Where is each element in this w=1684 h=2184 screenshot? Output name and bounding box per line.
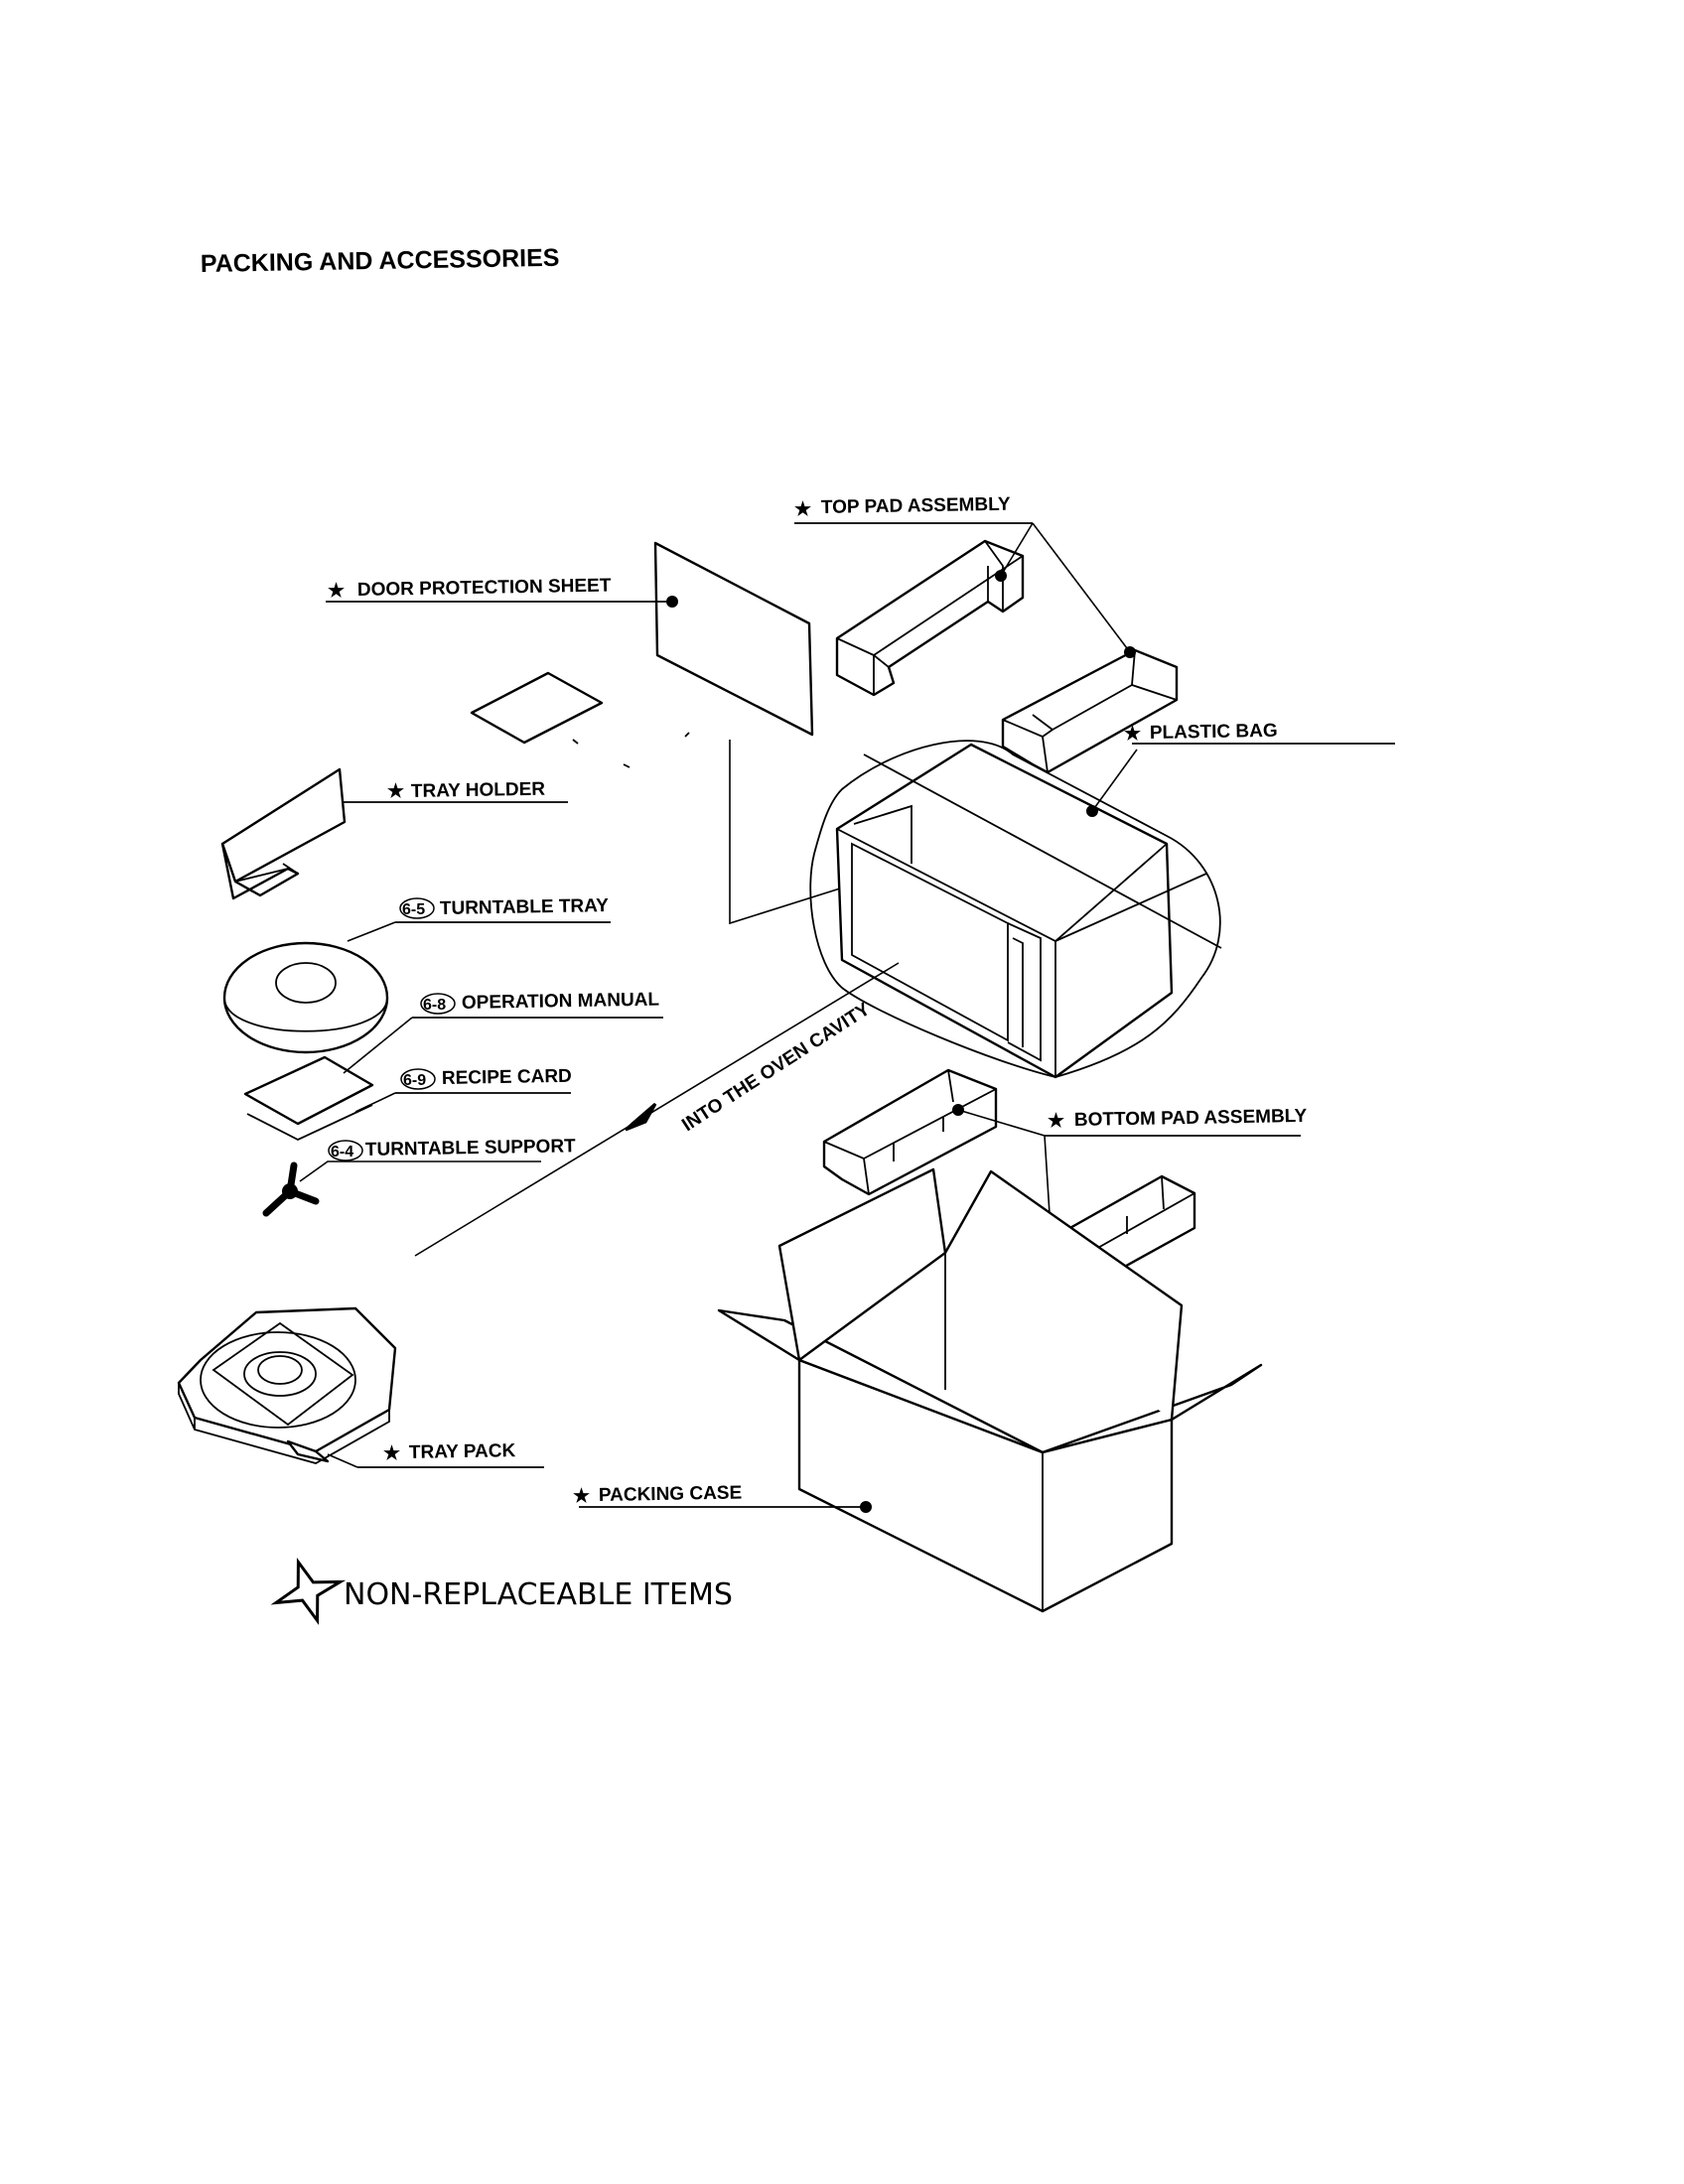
- tray-pack-label: TRAY PACK: [409, 1440, 516, 1463]
- tray-holder-star: ★: [387, 781, 404, 802]
- top-pad-star: ★: [794, 499, 811, 520]
- into-cavity-label: INTO THE OVEN CAVITY: [678, 999, 874, 1136]
- legend-label: NON-REPLACEABLE ITEMS: [344, 1577, 733, 1612]
- recipe-card-label: RECIPE CARD: [442, 1066, 572, 1089]
- operation-manual-code: 6-8: [423, 997, 446, 1014]
- turntable-support: [262, 1161, 320, 1217]
- tray-holder-label: TRAY HOLDER: [411, 779, 546, 802]
- top-pad-assembly: [835, 539, 1179, 774]
- door-sheet-label: DOOR PROTECTION SHEET: [357, 576, 612, 601]
- plastic-bag-label: PLASTIC BAG: [1150, 721, 1278, 744]
- top-pad-label: TOP PAD ASSEMBLY: [821, 494, 1011, 518]
- packing-case: [717, 1167, 1263, 1613]
- small-card: [470, 671, 604, 745]
- into-cavity-line: [414, 962, 900, 1257]
- door-protection-sheet: [653, 541, 814, 737]
- door-sheet-star: ★: [328, 581, 345, 602]
- operation-manual: [243, 1055, 374, 1126]
- plastic-bag: [809, 740, 1221, 1078]
- packing-case-star: ★: [573, 1486, 590, 1507]
- tray-pack: [177, 1306, 397, 1464]
- packing-case-label: PACKING CASE: [599, 1482, 743, 1506]
- microwave-oven: [835, 743, 1174, 1079]
- plastic-bag-star: ★: [1124, 724, 1141, 745]
- turntable-tray-code: 6-5: [402, 901, 425, 918]
- turntable-tray: [222, 941, 389, 1054]
- turntable-support-label: TURNTABLE SUPPORT: [365, 1136, 577, 1160]
- tray-holder: [220, 767, 347, 900]
- four-point-star-icon: [270, 1558, 347, 1625]
- tray-pack-star: ★: [383, 1443, 400, 1464]
- page-title: PACKING AND ACCESSORIES: [201, 244, 560, 278]
- operation-manual-label: OPERATION MANUAL: [462, 990, 660, 1014]
- door-sheet-projection: [729, 740, 841, 925]
- bottom-pad-star: ★: [1048, 1111, 1064, 1132]
- bottom-pad-label: BOTTOM PAD ASSEMBLY: [1074, 1106, 1308, 1131]
- recipe-card-code: 6-9: [403, 1072, 426, 1089]
- turntable-support-code: 6-4: [331, 1144, 353, 1160]
- turntable-tray-label: TURNTABLE TRAY: [440, 895, 610, 919]
- top-pad-leader: [1000, 522, 1131, 653]
- into-cavity-arrowhead: [625, 1102, 657, 1132]
- recipe-card: [246, 1104, 373, 1142]
